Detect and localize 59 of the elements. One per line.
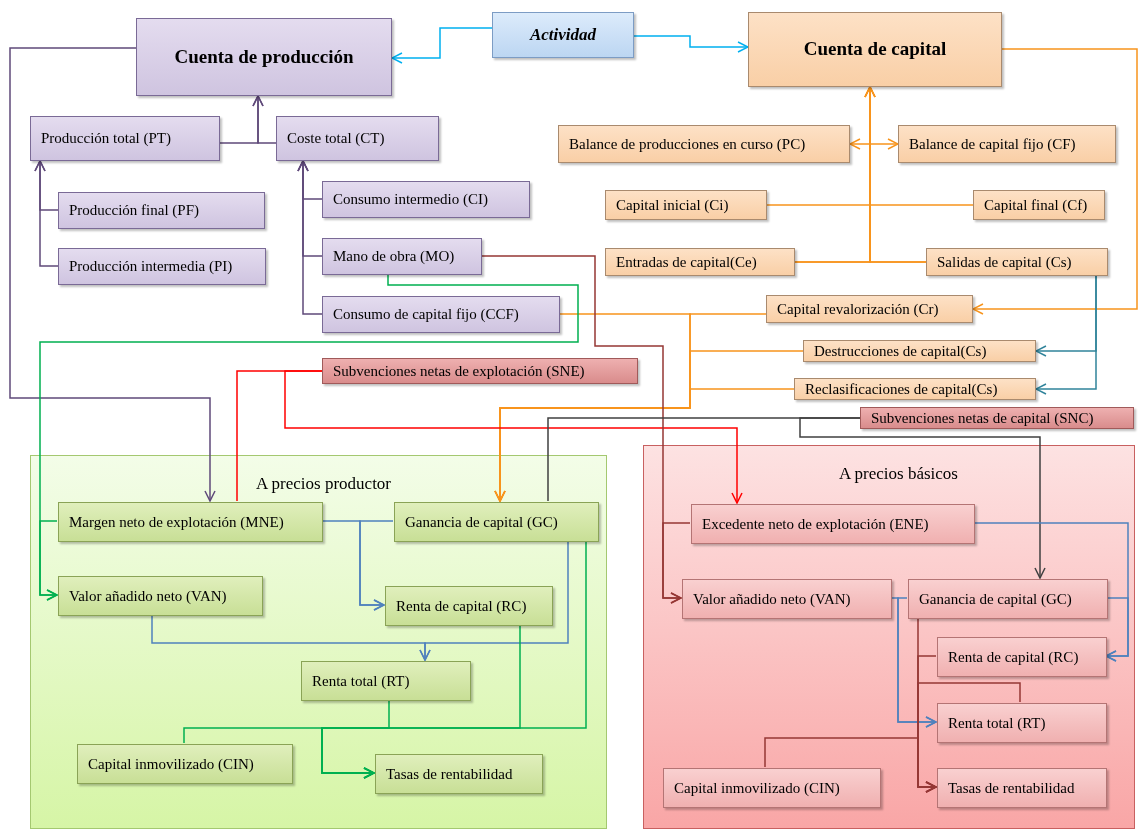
arrow [183, 727, 375, 779]
process-box: Tasas de rentabilidad [375, 754, 543, 794]
arrow [39, 520, 58, 601]
arrow [794, 138, 871, 263]
process-box: Margen neto de explotación (MNE) [58, 502, 323, 542]
arrow [284, 370, 743, 504]
process-box: Balance de capital fijo (CF) [898, 125, 1116, 163]
arrow [633, 35, 749, 53]
process-box: Capital inmovilizado (CIN) [663, 768, 881, 808]
process-box: Valor añadido neto (VAN) [682, 579, 892, 619]
process-box: Destrucciones de capital(Cs) [803, 340, 1036, 362]
process-box: Mano de obra (MO) [322, 238, 482, 275]
process-box: Cuenta de producción [136, 18, 392, 96]
process-box: Capital revalorización (Cr) [766, 295, 973, 323]
process-box: Salidas de capital (Cs) [926, 248, 1108, 276]
process-box: Consumo intermedio (CI) [322, 181, 530, 218]
process-box: Producción total (PT) [30, 116, 220, 161]
arrow [9, 47, 216, 502]
arrow [494, 388, 795, 502]
process-box: Excedente neto de explotación (ENE) [691, 504, 975, 544]
arrow [869, 138, 927, 263]
group-title: A precios básicos [839, 464, 958, 484]
process-box: Ganancia de capital (GC) [908, 579, 1108, 619]
group-title: A precios productor [256, 474, 392, 494]
process-box: Renta de capital (RC) [385, 586, 553, 626]
process-box: Cuenta de capital [748, 12, 1002, 87]
arrow [764, 737, 937, 793]
arrow [1035, 275, 1097, 395]
process-box: Balance de producciones en curso (PC) [558, 125, 850, 163]
process-box: Subvenciones netas de explotación (SNE) [322, 358, 638, 384]
arrow [419, 540, 569, 661]
process-box: Valor añadido neto (VAN) [58, 576, 263, 616]
group-panel [643, 445, 1135, 829]
process-box: Entradas de capital(Ce) [605, 248, 795, 276]
process-box: Actividad [492, 12, 634, 58]
arrow [662, 522, 691, 604]
process-box: Producción intermedia (PI) [58, 248, 266, 285]
arrow [34, 160, 59, 267]
arrow [391, 27, 493, 64]
process-box: Ganancia de capital (GC) [394, 502, 599, 542]
arrow [799, 417, 1046, 579]
process-box: Capital final (Cf) [973, 190, 1105, 220]
arrow [252, 95, 277, 144]
process-box: Renta total (RT) [301, 661, 471, 701]
process-box: Tasas de rentabilidad [937, 768, 1107, 808]
process-box: Producción final (PF) [58, 192, 265, 229]
process-box: Capital inmovilizado (CIN) [77, 744, 293, 784]
process-box: Renta de capital (RC) [937, 637, 1107, 677]
arrow [972, 48, 1138, 315]
process-box: Reclasificaciones de capital(Cs) [794, 378, 1036, 400]
process-box: Coste total (CT) [276, 116, 439, 161]
group-panel [30, 455, 607, 829]
process-box: Renta total (RT) [937, 703, 1107, 743]
arrow [1105, 597, 1129, 662]
process-box: Consumo de capital fijo (CCF) [322, 296, 560, 333]
arrow [297, 160, 323, 315]
process-box: Capital inicial (Ci) [605, 190, 767, 220]
process-box: Subvenciones netas de capital (SNC) [860, 407, 1134, 429]
arrow [359, 520, 394, 611]
